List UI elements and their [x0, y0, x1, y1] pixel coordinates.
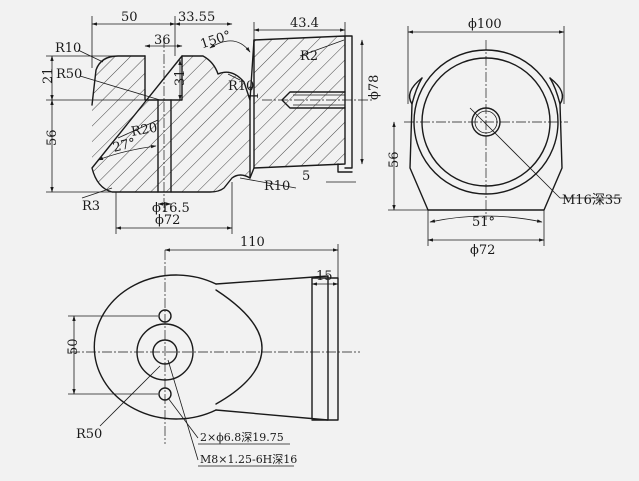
dim-arc-150deg: [209, 40, 251, 53]
dim-r2-label: R2: [300, 49, 318, 64]
side-lug-right: [549, 77, 564, 105]
dim-phi16-5-label: ϕ16.5: [152, 201, 190, 216]
dim-1deg-label: 1°: [247, 85, 262, 100]
dim-arc-27deg: [97, 144, 157, 161]
front-right-flange: [337, 35, 353, 173]
top-round-end: [93, 274, 217, 420]
dim-21-label: 21: [41, 67, 56, 84]
side-dim-phi72-label: ϕ72: [470, 243, 495, 258]
dim-r10-top-label: R10: [55, 41, 81, 56]
leader-r10-mid: [227, 73, 241, 81]
dim-phi72-front-label: ϕ72: [155, 213, 180, 228]
side-dim-arc-51deg: [429, 215, 543, 223]
dim-r50-label: R50: [56, 67, 82, 82]
side-dim-51deg-label: 51°: [472, 215, 495, 230]
top-dim-50-label: 50: [66, 338, 81, 355]
leader-r2: [299, 39, 345, 57]
dim-r20-label: R20: [130, 121, 159, 140]
dim-150deg-label: 150°: [199, 28, 233, 52]
front-view: 50 33.55 43.4 36 150° R10 R50 R2 21 31 R…: [41, 10, 382, 234]
leader-r20: [117, 119, 159, 139]
dim-56-label: 56: [45, 129, 60, 146]
top-note-thread: M8×1.25-6H深16: [200, 453, 297, 466]
side-dim-56-label: 56: [387, 151, 402, 168]
top-dim-r50-label: R50: [76, 427, 102, 442]
top-dim-110-label: 110: [240, 235, 265, 250]
top-body-outline: [215, 275, 329, 421]
front-slot-outline: [144, 55, 183, 101]
front-right-block-hatch: [254, 36, 345, 168]
dim-31-label: 31: [173, 69, 188, 86]
side-lug-left: [408, 77, 423, 105]
leader-r10-top: [77, 49, 104, 63]
dim-33-55-label: 33.55: [178, 10, 215, 25]
side-view: ϕ100 56 M16深35 51° ϕ72: [387, 17, 622, 258]
top-leader-thread: [167, 359, 199, 461]
dim-43-4-label: 43.4: [290, 16, 319, 31]
top-leader-holes: [167, 397, 199, 439]
leader-r10-bottom: [239, 177, 297, 189]
dim-phi78-label: ϕ78: [367, 75, 382, 100]
top-flange: [311, 277, 339, 421]
dim-36-label: 36: [154, 33, 171, 48]
top-dim-15-label: 15: [316, 269, 333, 284]
leader-r3: [81, 187, 113, 199]
top-note-holes: 2×ϕ6.8深19.75: [200, 431, 284, 444]
side-dim-m16-label: M16深35: [562, 193, 621, 208]
dim-r3-label: R3: [82, 199, 100, 214]
leader-r50: [79, 75, 161, 101]
dim-27deg-label: 27°: [111, 136, 137, 156]
front-right-outline: [253, 35, 346, 169]
dim-5-label: 5: [302, 169, 310, 184]
dim-r10-bottom-label: R10: [264, 179, 290, 194]
dim-50-label: 50: [121, 10, 138, 25]
side-dim-phi100-label: ϕ100: [468, 17, 502, 32]
top-leader-r50: [99, 365, 161, 427]
dim-r10-mid-label: R10: [228, 79, 254, 94]
top-view: 110 15 50 R50 2×ϕ6.8深19.75 M8×1.25-6H深16: [66, 235, 360, 467]
top-neck-inner: [215, 289, 263, 405]
side-leader-m16: [469, 107, 561, 199]
